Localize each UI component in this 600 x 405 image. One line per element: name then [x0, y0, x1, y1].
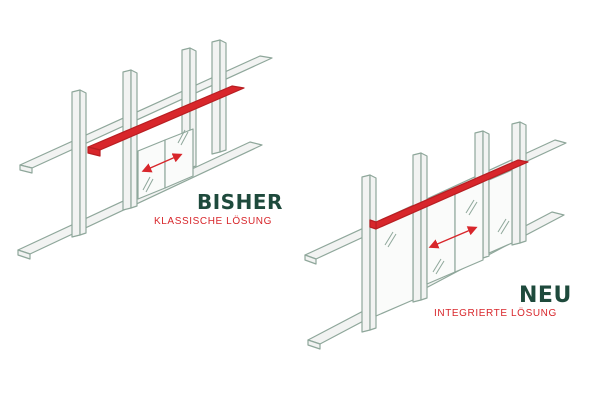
new-solution-subtitle: INTEGRIERTE LÖSUNG: [434, 308, 557, 319]
old-stud-1: [71, 89, 87, 238]
old-stud-2: [122, 69, 138, 211]
old-glass-reflections: [142, 129, 189, 193]
old-solution-title: BISHER: [197, 190, 283, 214]
new-solution-diagram: [304, 121, 567, 350]
old-red-header-beam: [87, 85, 245, 157]
new-slide-arrow-icon: [428, 226, 478, 249]
new-solution-title: NEU: [519, 283, 572, 308]
new-glass-reflections: [384, 199, 510, 275]
new-stud-2: [412, 152, 428, 303]
old-slide-arrow-icon: [141, 153, 183, 173]
new-stud-4: [511, 121, 527, 246]
new-red-integrated-beam: [369, 159, 529, 230]
new-stud-1: [361, 174, 377, 333]
old-solution-diagram: [17, 39, 273, 260]
old-solution-subtitle: KLASSISCHE LÖSUNG: [154, 216, 273, 227]
